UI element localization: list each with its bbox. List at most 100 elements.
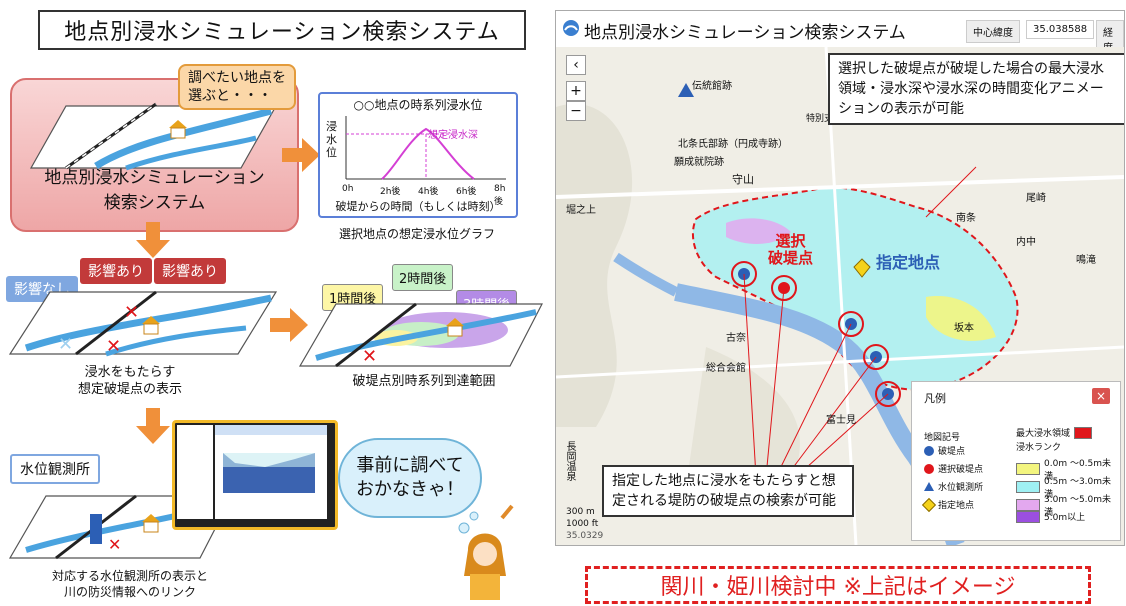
breach-x-icon: ✕ — [108, 535, 121, 554]
graph-tick-label: 4h後 — [418, 187, 439, 197]
house-icon — [142, 514, 160, 533]
note-bottom: 指定した地点に浸水をもたらすと想定される堤防の破堤点の検索が可能 — [602, 465, 854, 517]
map-plane-illustration — [29, 102, 278, 171]
place-label: 総合会館 — [706, 363, 746, 374]
coord-readout: 35.0329 — [566, 531, 604, 541]
breach-x-icon: ✕ — [106, 336, 121, 357]
graph-tick-label: 2h後 — [380, 187, 401, 197]
note-top: 選択した破堤点が破堤した場合の最大浸水領域・浸水深や浸水深の時間変化アニメーショ… — [828, 53, 1124, 125]
gauge-station-icon — [90, 514, 102, 544]
arrow-right-icon — [270, 308, 308, 342]
designated-point-icon[interactable] — [853, 258, 871, 278]
water-level-chart-thumbnail — [177, 425, 327, 519]
legend-symbol-label: 水位観測所 — [938, 483, 984, 493]
graph-xlabel: 破堤からの時間（もしくは時刻） — [335, 200, 501, 213]
gauge-caption: 対応する水位観測所の表示と 川の防災情報へのリンク — [20, 568, 240, 600]
graph-series-line — [381, 127, 475, 180]
legend-rank-label: 0.0m ～0.5m未満 — [1044, 459, 1112, 482]
place-label: 伝統館跡 — [692, 81, 732, 92]
legend-rank-swatch — [1016, 510, 1040, 523]
map-header: 地点別浸水シミュレーション検索システム 中心緯度 35.038588 経度 — [556, 11, 1124, 58]
scale-label-ft: 1000 ft — [566, 519, 599, 529]
place-label: 堀之上 — [566, 205, 596, 216]
impact-yes-tag-2: 影響あり — [154, 258, 226, 284]
place-label: 古奈 — [726, 333, 746, 344]
monitor-screen — [172, 420, 338, 530]
graph-series-label: 想定浸水深 — [428, 130, 478, 141]
selected-breach-point-icon — [924, 463, 934, 474]
graph-tick-label: 8h後 — [494, 184, 506, 207]
bottom-note: 関川・姫川検討中 ※上記はイメージ — [585, 566, 1091, 604]
no-impact-x-icon: ✕ — [58, 334, 73, 355]
breach-x-icon: ✕ — [362, 346, 377, 367]
place-label: 尾崎 — [1026, 193, 1046, 204]
select-point-callout: 調べたい地点を 選ぶと・・・ — [178, 64, 296, 110]
legend-title: 凡例 — [924, 392, 946, 405]
back-button[interactable]: ‹ — [566, 55, 586, 75]
designated-point-icon — [921, 497, 937, 512]
legend-rank-swatch — [1016, 463, 1040, 475]
designated-point-label: 指定地点 — [876, 253, 941, 272]
graph-tick-label: 0h — [342, 184, 354, 194]
place-label: 守山 — [732, 173, 754, 186]
legend-symbol-label: 指定地点 — [938, 501, 975, 511]
arrow-down-icon — [136, 222, 170, 258]
graph-tick-label: 6h後 — [456, 187, 477, 197]
zoom-out-button[interactable]: − — [566, 101, 586, 121]
legend-rank-label: 0.5m ～3.0m未満 — [1044, 477, 1112, 500]
place-label: 長岡温泉 — [564, 441, 575, 481]
arrow-down-icon — [136, 408, 170, 444]
app-title: 地点別浸水シミュレーション検索システム — [584, 23, 906, 43]
impact-caption: 浸水をもたらす 想定破堤点の表示 — [40, 364, 220, 398]
graph-ticks: 0h 2h後 4h後 6h後 8h後 — [342, 184, 512, 207]
legend-rank-label: 3.0m ～5.0m未満 — [1044, 495, 1112, 518]
legend-rank-label: 5.0m以上 — [1044, 513, 1086, 523]
gauge-caption-line2: 川の防災情報へのリンク — [63, 585, 196, 599]
timeline-caption: 破堤点別時系列到達範囲 — [352, 374, 496, 389]
gauge-station-icon — [924, 482, 934, 491]
scale-label-m: 300 m — [566, 507, 595, 517]
gauge-station-map-icon — [678, 83, 694, 97]
graph-plot — [345, 116, 506, 180]
center-lat-value[interactable]: 35.038588 — [1026, 20, 1095, 39]
place-label: 願成就院跡 — [674, 157, 724, 168]
place-label: 富士見 — [826, 415, 856, 426]
legend-rank-header: 浸水ランク — [1016, 443, 1062, 453]
legend-max-area-label: 最大浸水領域 — [1016, 429, 1071, 439]
legend-symbol-label: 選択破堤点 — [938, 465, 984, 475]
page-title: 地点別浸水シミュレーション検索システム — [38, 10, 526, 50]
legend-max-area-swatch — [1074, 426, 1093, 439]
legend-panel: 凡例 × 地図記号 破堤点 選択破堤点 水位観測所 指定地点 最大浸水領域 浸水… — [911, 381, 1121, 541]
legend-close-button[interactable]: × — [1092, 388, 1110, 404]
timeline-illustration: ✕ — [298, 302, 543, 368]
place-label: 鳴滝 — [1076, 255, 1096, 266]
graph-ylabel: 浸水位 — [326, 120, 337, 159]
gauge-caption-line1: 対応する水位観測所の表示と — [51, 569, 208, 583]
zoom-in-button[interactable]: + — [566, 81, 586, 101]
person-illustration — [458, 504, 514, 600]
time-2h-tag: 2時間後 — [392, 264, 454, 291]
system-label-line1: 地点別浸水シミュレーション — [44, 168, 265, 188]
legend-symbols-header: 地図記号 — [924, 433, 961, 443]
app-logo-icon — [563, 20, 579, 36]
house-icon — [446, 318, 464, 337]
legend-rank-swatch — [1016, 481, 1040, 493]
place-label: 南条 — [956, 213, 976, 224]
system-label-line2: 検索システム — [103, 193, 206, 213]
impact-illustration: ✕ ✕ ✕ — [8, 290, 278, 357]
selected-breach-label: 選択 破堤点 — [768, 232, 814, 267]
house-icon — [169, 120, 187, 139]
graph-caption: 選択地点の想定浸水位グラフ — [338, 227, 495, 241]
impact-caption-line2: 想定破堤点の表示 — [77, 382, 182, 397]
map-panel: 地点別浸水シミュレーション検索システム 中心緯度 35.038588 経度 — [555, 10, 1125, 546]
place-label: 内中 — [1016, 237, 1036, 248]
place-label: 北条氏部跡（円成寺跡） — [678, 139, 788, 150]
legend-symbol-label: 破堤点 — [938, 447, 966, 457]
house-icon — [142, 316, 160, 335]
gauge-label: 水位観測所 — [10, 454, 100, 484]
system-label: 地点別浸水シミュレーション 検索システム — [12, 166, 297, 216]
arrow-right-icon — [282, 138, 320, 172]
place-label: 坂本 — [954, 323, 974, 334]
center-lat-label: 中心緯度 — [966, 20, 1020, 43]
